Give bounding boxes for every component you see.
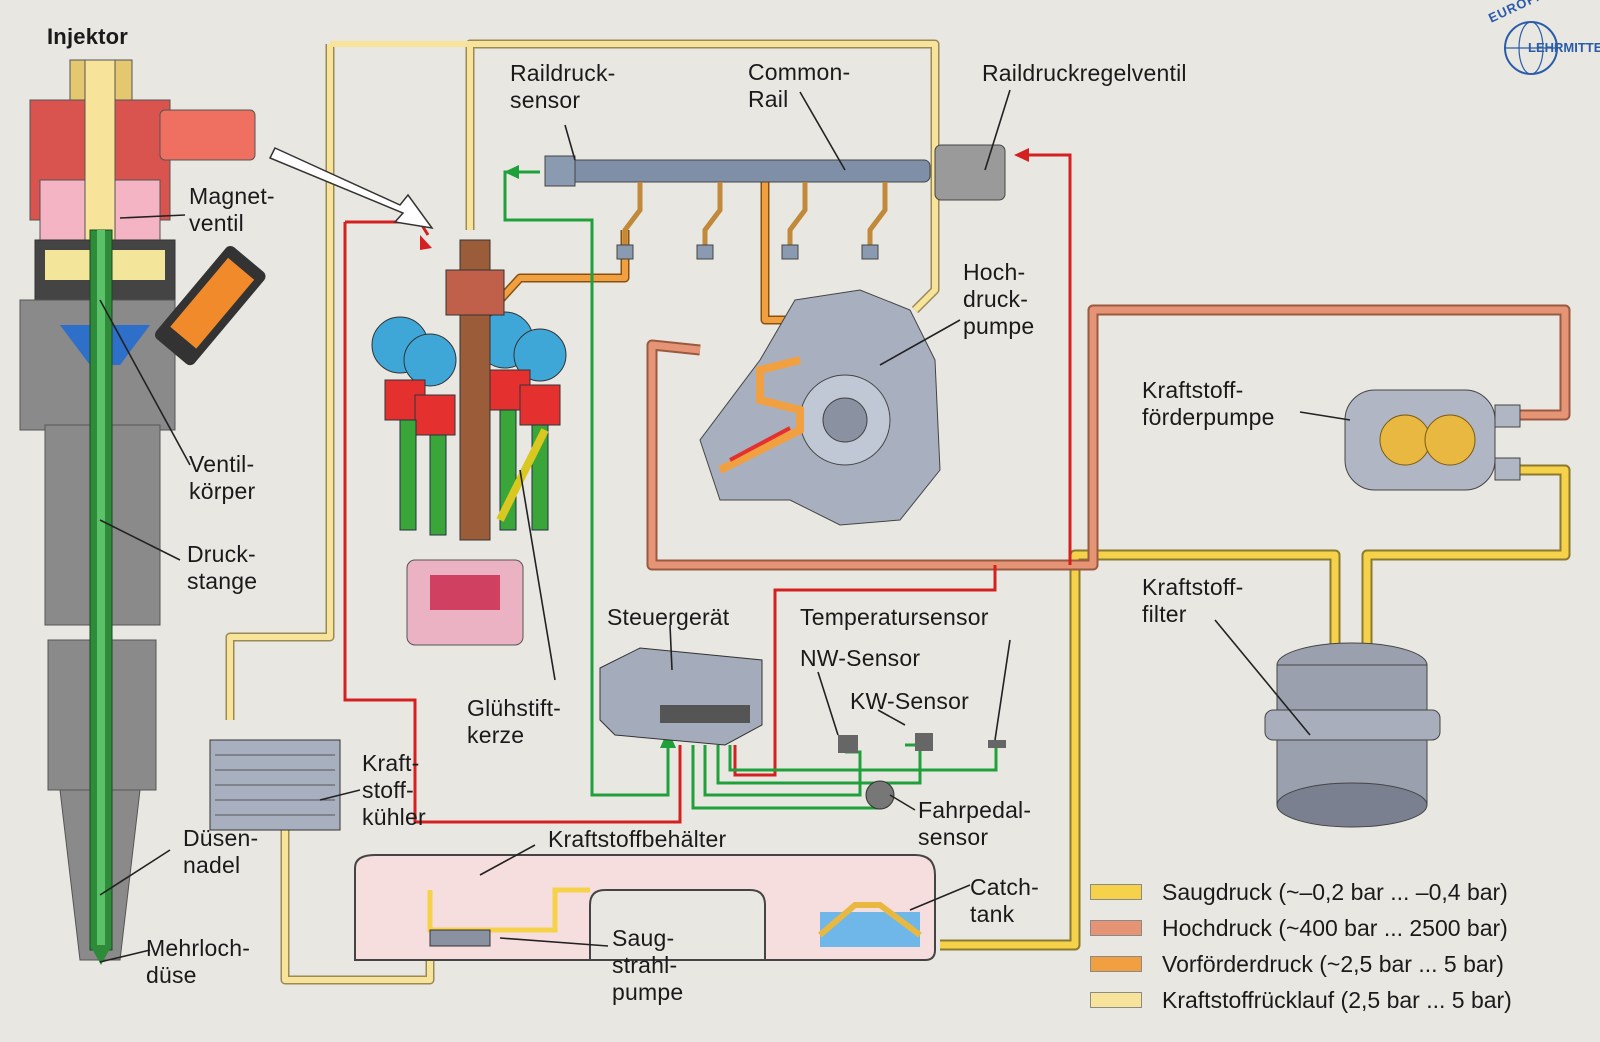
publisher-logo: EUROPA LEHRMITTEL <box>1476 0 1600 80</box>
engine-head <box>371 239 567 646</box>
label-raildruckregelventil: Raildruckregelventil <box>982 60 1187 86</box>
legend-label: Kraftstoffrücklauf (2,5 bar ... 5 bar) <box>1162 986 1512 1013</box>
legend-swatch <box>1090 956 1142 972</box>
legend-row-hochdruck: Hochdruck (~400 bar ... 2500 bar) <box>1090 910 1512 946</box>
label-duesennadel: Düsen- nadel <box>183 825 259 878</box>
sensors <box>838 733 1006 810</box>
white-pointer-arrow <box>268 147 434 230</box>
ecu-box <box>599 647 763 746</box>
label-gluehstiftkerze: Glühstift- kerze <box>467 695 562 748</box>
legend-swatch <box>1090 992 1142 1008</box>
legend-label: Saugdruck (~–0,2 bar ... –0,4 bar) <box>1162 878 1508 905</box>
label-injektor: Injektor <box>47 24 129 49</box>
pointer-lines <box>99 89 1351 963</box>
high-pressure-pump <box>699 289 941 526</box>
high-pressure-lines <box>646 304 1571 571</box>
legend-row-vorfoerderdruck: Vorförderdruck (~2,5 bar ... 5 bar) <box>1090 946 1512 982</box>
label-catch-tank: Catch- tank <box>970 874 1039 927</box>
legend-swatch <box>1090 884 1142 900</box>
legend-row-ruecklauf: Kraftstoffrücklauf (2,5 bar ... 5 bar) <box>1090 982 1512 1018</box>
label-temperatursensor: Temperatursensor <box>800 604 989 630</box>
label-kraftstofffilter: Kraftstoff- filter <box>1142 574 1244 627</box>
legend-swatch <box>1090 920 1142 936</box>
fuel-tank <box>354 854 936 961</box>
legend-label: Vorförderdruck (~2,5 bar ... 5 bar) <box>1162 950 1504 977</box>
label-kw-sensor: KW-Sensor <box>850 688 969 714</box>
suction-lines <box>940 464 1571 951</box>
injector-cross-section <box>19 59 266 965</box>
logo-line2: LEHRMITTEL <box>1528 40 1600 55</box>
label-raildrucksensor: Raildruck- sensor <box>510 60 616 113</box>
common-rail <box>544 144 1006 260</box>
label-mehrlochduese: Mehrloch- düse <box>146 935 251 988</box>
label-druckstange: Druck- stange <box>187 541 258 594</box>
globe-icon <box>1504 21 1558 75</box>
label-fahrpedalsensor: Fahrpedal- sensor <box>918 797 1032 850</box>
injector-inlet-filter <box>154 245 266 366</box>
label-ventilkoerper: Ventil- körper <box>189 451 256 504</box>
label-nw-sensor: NW-Sensor <box>800 645 921 671</box>
legend-label: Hochdruck (~400 bar ... 2500 bar) <box>1162 914 1508 941</box>
pre-supply-lines <box>496 180 805 325</box>
label-kraftstofffoerderpumpe: Kraftstoff- förderpumpe <box>1142 377 1275 430</box>
fuel-filter <box>1264 642 1441 828</box>
label-saugstrahlpumpe: Saug- strahl- pumpe <box>612 925 684 1005</box>
label-kraftstoffbehaelter: Kraftstoffbehälter <box>548 826 727 852</box>
label-magnetventil: Magnet- ventil <box>189 183 275 236</box>
return-lines <box>225 39 940 985</box>
fuel-feed-pump <box>1344 389 1521 491</box>
label-common-rail: Common- Rail <box>748 59 851 112</box>
fuel-cooler <box>209 739 341 831</box>
legend-row-saugdruck: Saugdruck (~–0,2 bar ... –0,4 bar) <box>1090 874 1512 910</box>
label-kraftstoffkuehler: Kraft- stoff- kühler <box>362 750 426 830</box>
label-steuergeraet: Steuergerät <box>607 604 730 630</box>
legend: Saugdruck (~–0,2 bar ... –0,4 bar) Hochd… <box>1090 874 1512 1018</box>
label-hochdruckpumpe: Hoch- druck- pumpe <box>963 259 1035 339</box>
